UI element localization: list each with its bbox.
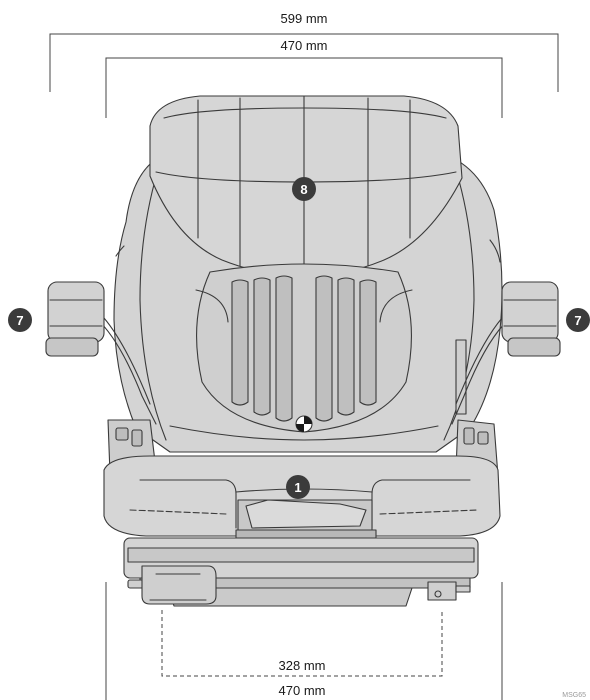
rail-spacing-label: 328 mm	[279, 658, 326, 673]
reference-code: MSG65	[562, 692, 586, 699]
lumbar-support	[196, 263, 412, 433]
slide-rail-right	[427, 581, 471, 601]
callout-seat-cushion-number: 1	[294, 480, 301, 495]
center-of-gravity-icon	[295, 415, 313, 433]
backrest-width-label: 470 mm	[281, 38, 328, 53]
armrest-right	[451, 281, 561, 425]
callout-armrest-right: 7	[566, 308, 590, 332]
callout-armrest-left: 7	[8, 308, 32, 332]
base-width-label: 470 mm	[279, 683, 326, 698]
callout-armrest-right-number: 7	[574, 313, 581, 328]
callout-armrest-left-number: 7	[16, 313, 23, 328]
callout-headrest: 8	[292, 177, 316, 201]
armrest-left	[45, 281, 157, 425]
base-width-dimension-line	[105, 582, 503, 700]
slide-rail-left	[127, 565, 217, 605]
callout-headrest-number: 8	[300, 182, 307, 197]
overall-width-label: 599 mm	[281, 11, 328, 26]
backrest-width-dimension-line	[105, 57, 503, 118]
seat-front-mechanism	[235, 499, 377, 539]
rail-spacing-dimension-line	[161, 610, 443, 677]
adjustment-lever-icon	[455, 339, 467, 415]
lumbar-ribs	[231, 275, 377, 422]
overall-width-dimension-line	[49, 33, 559, 92]
callout-seat-cushion: 1	[286, 475, 310, 499]
